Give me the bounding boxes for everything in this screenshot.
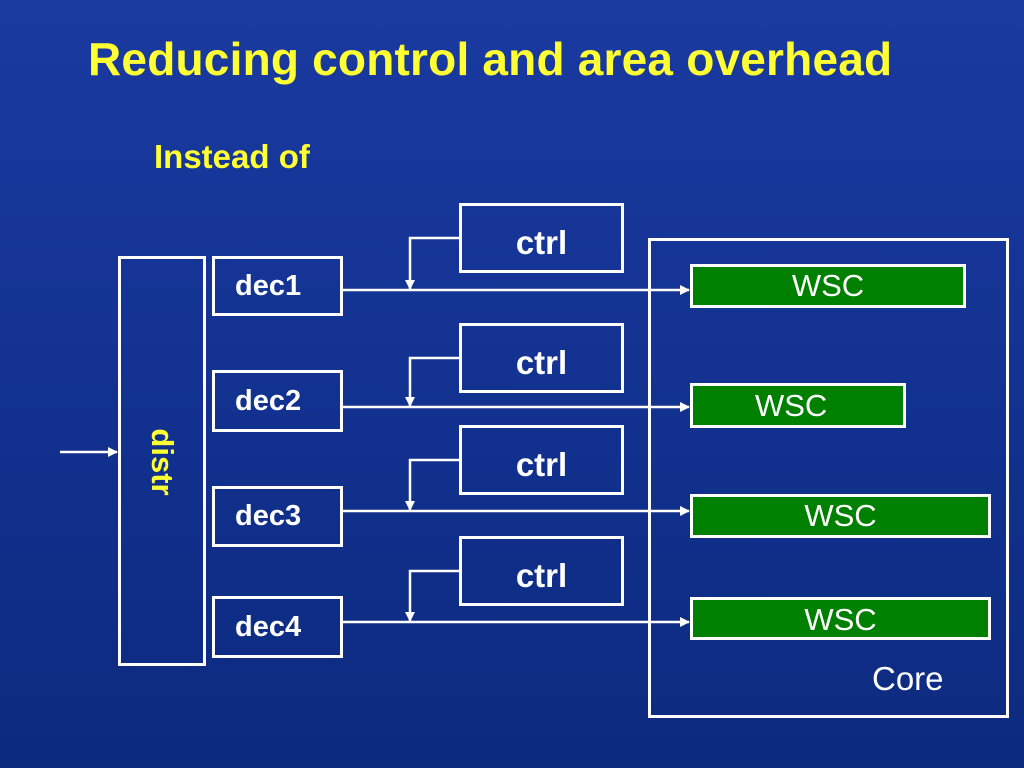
wire-ctrl2 [405, 356, 459, 407]
wsc-block-4: WSC [690, 597, 991, 640]
wire-ctrl3 [405, 458, 459, 511]
distributor-box [118, 256, 206, 666]
decoder-box-1: dec1 [212, 256, 343, 316]
wsc-block-1: WSC [690, 264, 966, 308]
controller-box-3: ctrl [459, 425, 624, 495]
decoder-box-2: dec2 [212, 370, 343, 432]
wire-ctrl4 [405, 569, 459, 622]
decoder-box-4: dec4 [212, 596, 343, 658]
core-label: Core [872, 660, 944, 697]
wsc-block-2: WSC [690, 383, 906, 428]
slide-title: Reducing control and area overhead [88, 33, 893, 85]
wire-ctrl1 [405, 236, 459, 290]
controller-box-1: ctrl [459, 203, 624, 273]
controller-box-2: ctrl [459, 323, 624, 393]
core-box [648, 238, 1009, 718]
decoder-box-3: dec3 [212, 486, 343, 547]
slide-subtitle: Instead of [154, 138, 310, 175]
wsc-block-3: WSC [690, 494, 991, 538]
controller-box-4: ctrl [459, 536, 624, 606]
